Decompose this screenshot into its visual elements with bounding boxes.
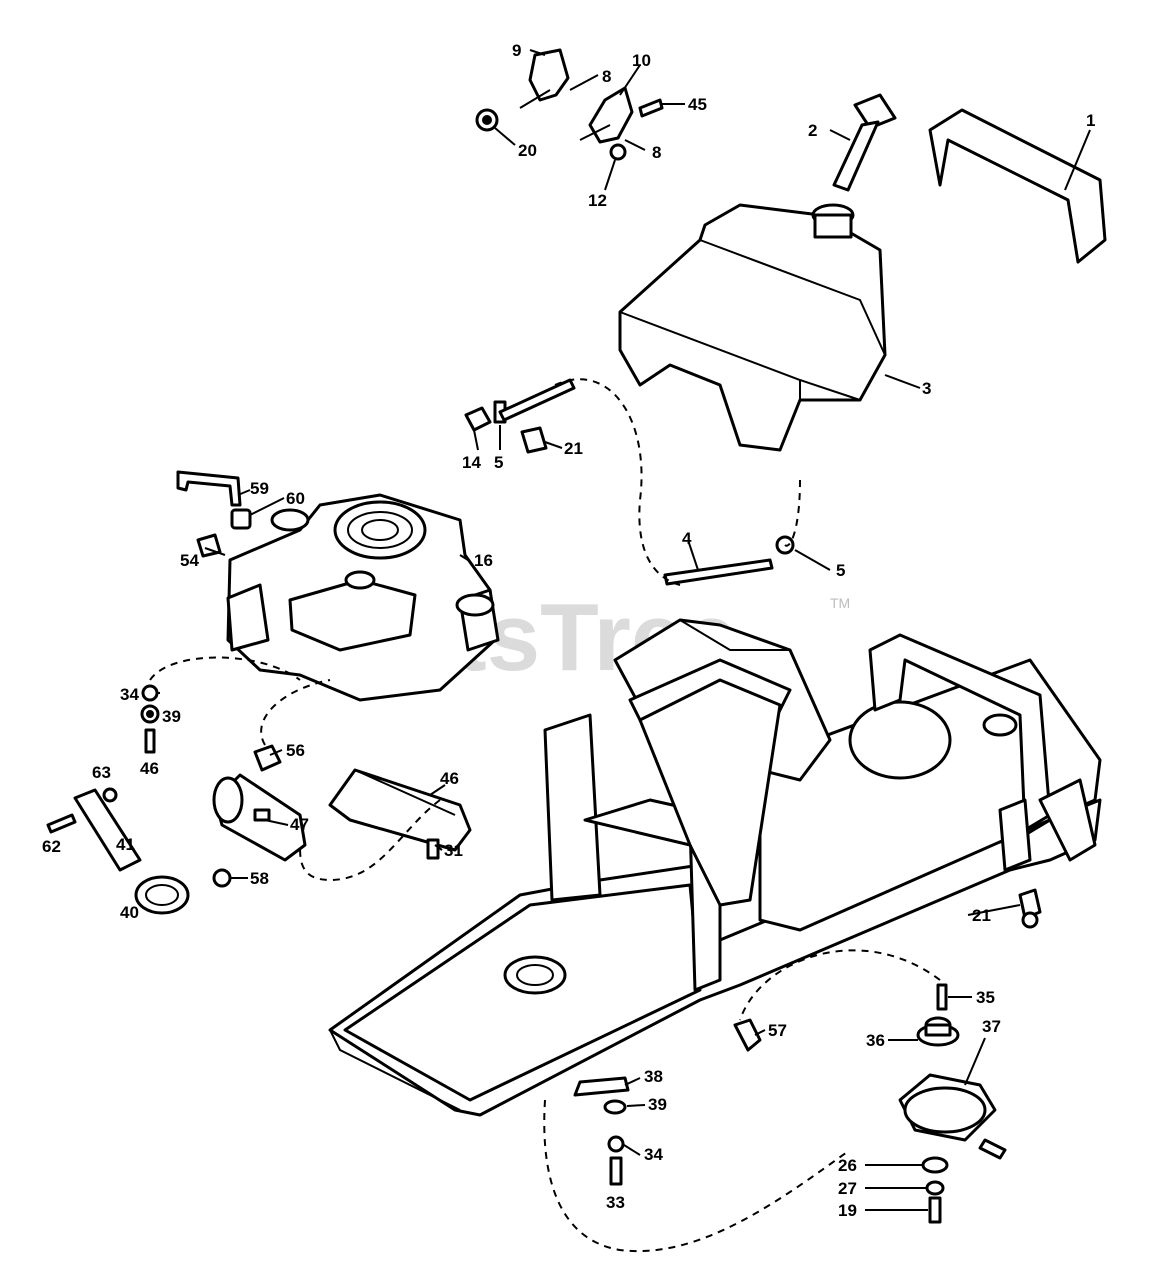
part-38-bolt-bracket[interactable] xyxy=(573,1076,630,1097)
callout-39-frame: 39 xyxy=(648,1095,667,1114)
callout-8-upper: 8 xyxy=(602,67,611,86)
callout-36: 36 xyxy=(866,1031,885,1050)
part-56-nut[interactable] xyxy=(253,744,282,772)
part-40-hose-clamp[interactable] xyxy=(134,875,190,915)
callout-57: 57 xyxy=(768,1021,787,1040)
part-41-bracket[interactable] xyxy=(73,788,142,872)
fuel-hose-upper[interactable] xyxy=(498,378,576,422)
part-27-washer[interactable] xyxy=(925,1180,945,1196)
dashed-guides xyxy=(149,378,941,1253)
callout-35: 35 xyxy=(976,988,995,1007)
callout-34-left: 34 xyxy=(120,685,139,704)
part-48-bolt[interactable] xyxy=(144,728,156,754)
part-2-fuel-cap[interactable] xyxy=(832,93,897,192)
part-19-bolt[interactable] xyxy=(928,1196,942,1224)
callout-63: 63 xyxy=(92,763,111,782)
callout-14: 14 xyxy=(462,453,481,472)
part-26-washer[interactable] xyxy=(921,1156,949,1174)
callout-31: 31 xyxy=(444,841,463,860)
callout-62: 62 xyxy=(42,837,61,856)
part-45-screw[interactable] xyxy=(638,98,664,118)
callout-12: 12 xyxy=(588,191,607,210)
callout-41: 41 xyxy=(116,835,135,854)
part-58-nut[interactable] xyxy=(212,868,232,888)
callout-21-lower: 21 xyxy=(972,906,991,925)
part-35-pin[interactable] xyxy=(936,983,948,1011)
part-21-fitting-frame[interactable] xyxy=(1018,888,1042,929)
seat-support[interactable] xyxy=(613,618,832,907)
part-31-bolt[interactable] xyxy=(426,838,440,860)
callout-47: 47 xyxy=(290,815,309,834)
callout-3: 3 xyxy=(922,379,931,398)
part-14-fuel-shutoff[interactable] xyxy=(464,406,492,432)
callout-60: 60 xyxy=(286,489,305,508)
part-47-muffler[interactable] xyxy=(212,773,307,862)
callout-labels: 1 2 3 4 5 5 8 8 9 10 12 14 16 19 20 21 2… xyxy=(42,41,1095,1220)
part-21-fitting[interactable] xyxy=(520,426,548,454)
part-59-breather-tube[interactable] xyxy=(176,470,242,507)
callout-54: 54 xyxy=(180,551,199,570)
part-33-bolt[interactable] xyxy=(609,1156,623,1186)
callout-2: 2 xyxy=(808,121,817,140)
callout-10: 10 xyxy=(632,51,651,70)
part-16-engine[interactable] xyxy=(226,493,500,702)
callout-56: 56 xyxy=(286,741,305,760)
callout-46-left: 46 xyxy=(140,759,159,778)
watermark-trademark: TM xyxy=(830,595,850,611)
part-57-clip[interactable] xyxy=(733,1018,762,1052)
part-39-washer-left[interactable] xyxy=(140,704,160,724)
part-10-control-bracket[interactable] xyxy=(579,86,634,144)
part-4-fuel-line[interactable] xyxy=(663,558,774,586)
part-46-heat-shield[interactable] xyxy=(328,768,472,852)
callout-5-upper: 5 xyxy=(494,453,503,472)
callout-58: 58 xyxy=(250,869,269,888)
callout-4: 4 xyxy=(682,529,692,548)
part-60-grommet[interactable] xyxy=(230,508,252,530)
part-9-control-lever[interactable] xyxy=(519,48,570,109)
leader-lines xyxy=(157,49,1091,1211)
callout-16: 16 xyxy=(474,551,493,570)
callout-27: 27 xyxy=(838,1179,857,1198)
part-34-washer-frame[interactable] xyxy=(607,1135,625,1153)
callout-33: 33 xyxy=(606,1193,625,1212)
callout-37: 37 xyxy=(982,1017,1001,1036)
callout-8-lower: 8 xyxy=(652,143,661,162)
callout-46-shield: 46 xyxy=(440,769,459,788)
part-12-nut[interactable] xyxy=(609,143,627,161)
callout-26: 26 xyxy=(838,1156,857,1175)
part-34-washer-left[interactable] xyxy=(141,684,159,702)
part-36-pulley[interactable] xyxy=(916,1016,960,1047)
part-3-fuel-tank[interactable] xyxy=(618,203,887,452)
part-63-nut[interactable] xyxy=(102,787,118,803)
callout-40: 40 xyxy=(120,903,139,922)
part-20-nut[interactable] xyxy=(475,108,499,132)
callout-59: 59 xyxy=(250,479,269,498)
callout-20: 20 xyxy=(518,141,537,160)
part-1-cover[interactable] xyxy=(928,108,1107,264)
callout-38: 38 xyxy=(644,1067,663,1086)
callout-9: 9 xyxy=(512,41,521,60)
callout-34-frame: 34 xyxy=(644,1145,663,1164)
part-62-bolt[interactable] xyxy=(46,813,77,834)
callout-1: 1 xyxy=(1086,111,1095,130)
callout-45: 45 xyxy=(688,95,707,114)
callout-19: 19 xyxy=(838,1201,857,1220)
callout-5-lower: 5 xyxy=(836,561,845,580)
part-39-washer-frame[interactable] xyxy=(603,1099,627,1115)
part-37-electric-clutch[interactable] xyxy=(898,1073,1007,1160)
callout-39-left: 39 xyxy=(162,707,181,726)
callout-21-upper: 21 xyxy=(564,439,583,458)
